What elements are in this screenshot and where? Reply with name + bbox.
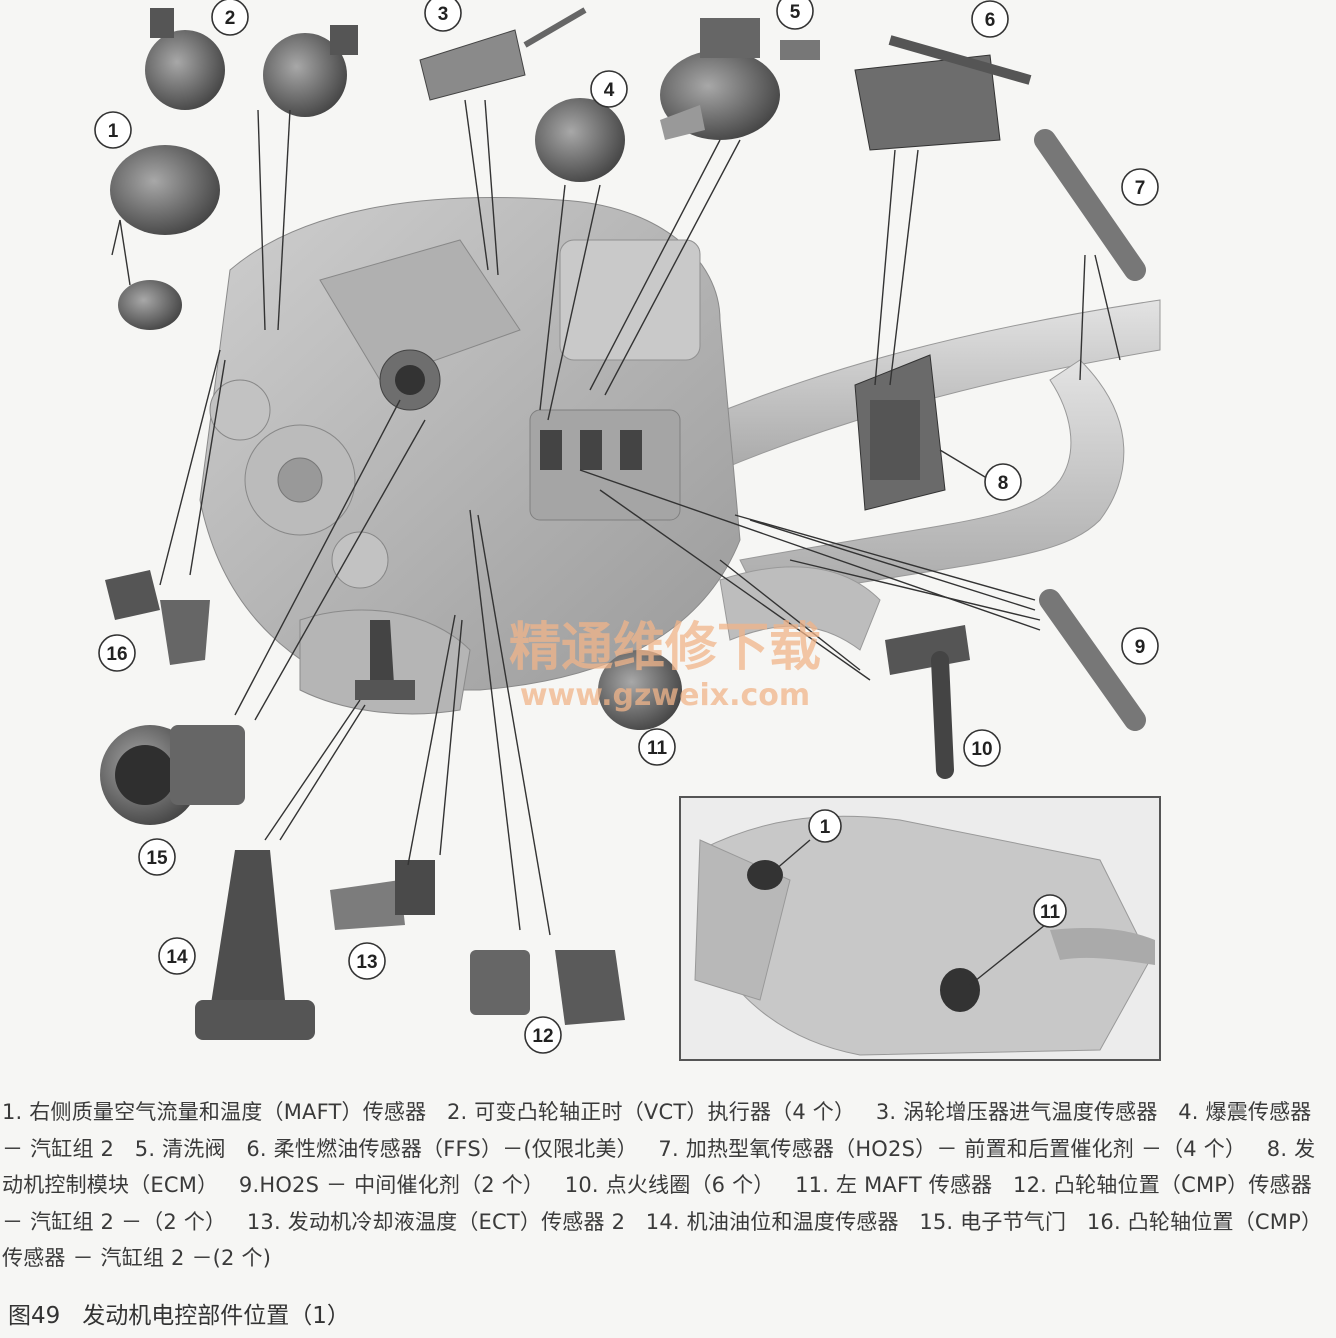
- legend-item: 3. 涡轮增压器进气温度传感器: [875, 1100, 1158, 1124]
- callout-6: 6: [985, 10, 996, 31]
- figure-caption: 发动机电控部件位置（1）: [82, 1303, 350, 1329]
- callout-16: 16: [106, 644, 127, 665]
- callout-13: 13: [356, 952, 377, 973]
- callout-3: 3: [438, 4, 449, 25]
- callout-14: 14: [166, 947, 188, 968]
- ecm-module: [854, 354, 946, 511]
- legend-item: 13. 发动机冷却液温度（ECT）传感器 2: [246, 1209, 626, 1234]
- watermark-url: www.gzweix.com: [520, 678, 810, 713]
- legend-item: 7. 加热型氧传感器（HO2S）－ 前置和后置催化剂 －（4 个）: [658, 1136, 1247, 1161]
- legend-item: 2. 可变凸轮轴正时（VCT）执行器（4 个）: [446, 1100, 856, 1124]
- callout-8: 8: [998, 473, 1009, 494]
- watermark-cn: 精通维修下载: [509, 618, 821, 678]
- callout-10: 10: [971, 739, 992, 760]
- legend-item: 14. 机油油位和温度传感器: [645, 1209, 899, 1234]
- legend-item: 16. 凸轮轴位置（CMP）传感器 － 汽缸组 2 －(2 个): [2, 1209, 1323, 1271]
- legend-item: 12. 凸轮轴位置（CMP）传感器 － 汽缸组 2 －（2 个）: [2, 1173, 1312, 1234]
- figure-number: 图49: [8, 1303, 61, 1329]
- callout-15: 15: [146, 848, 168, 869]
- callout-7: 7: [1135, 178, 1146, 199]
- legend-item: 4. 爆震传感器 － 汽缸组 2: [2, 1100, 1312, 1161]
- engine-diagram: 精通维修下载 www.gzweix.com 1 11 1 2 3 4 5 6 7…: [94, 0, 1161, 1061]
- inset-view: 1 11: [679, 796, 1161, 1061]
- inset-callout-11: 11: [1040, 902, 1061, 923]
- leader-lines: [111, 99, 1121, 936]
- watermark: 精通维修下载 www.gzweix.com: [509, 618, 821, 713]
- callout-4: 4: [604, 80, 615, 101]
- inset-callout-1: 1: [820, 817, 831, 838]
- engine-block: [199, 197, 741, 715]
- legend-item: 9.HO2S － 中间催化剂（2 个）: [238, 1173, 545, 1197]
- legend-item: 5. 清洗阀: [134, 1136, 226, 1161]
- callouts: 1 2 3 4 5 6 7 8 9 10 11 12 13 14 15 16: [94, 0, 1159, 1054]
- legend-item: 10. 点火线圈（6 个）: [564, 1173, 775, 1197]
- callout-11: 11: [647, 738, 668, 759]
- figure-title: 图49 发动机电控部件位置（1）: [8, 1296, 372, 1330]
- callout-9: 9: [1135, 637, 1146, 658]
- callout-2: 2: [225, 8, 236, 29]
- callout-12: 12: [532, 1026, 553, 1047]
- legend: 1. 右侧质量空气流量和温度（MAFT）传感器 2. 可变凸轮轴正时（VCT）执…: [2, 1094, 1332, 1277]
- legend-item: 6. 柔性燃油传感器（FFS）－(仅限北美）: [246, 1136, 638, 1161]
- callout-5: 5: [790, 2, 801, 23]
- legend-item: 8. 发动机控制模块（ECM）: [2, 1136, 1316, 1198]
- legend-item: 15. 电子节气门: [919, 1209, 1067, 1234]
- legend-item: 1. 右侧质量空气流量和温度（MAFT）传感器: [2, 1100, 427, 1124]
- component-parts: [100, 7, 1146, 1040]
- legend-item: 11. 左 MAFT 传感器: [795, 1173, 993, 1197]
- callout-1: 1: [108, 121, 119, 142]
